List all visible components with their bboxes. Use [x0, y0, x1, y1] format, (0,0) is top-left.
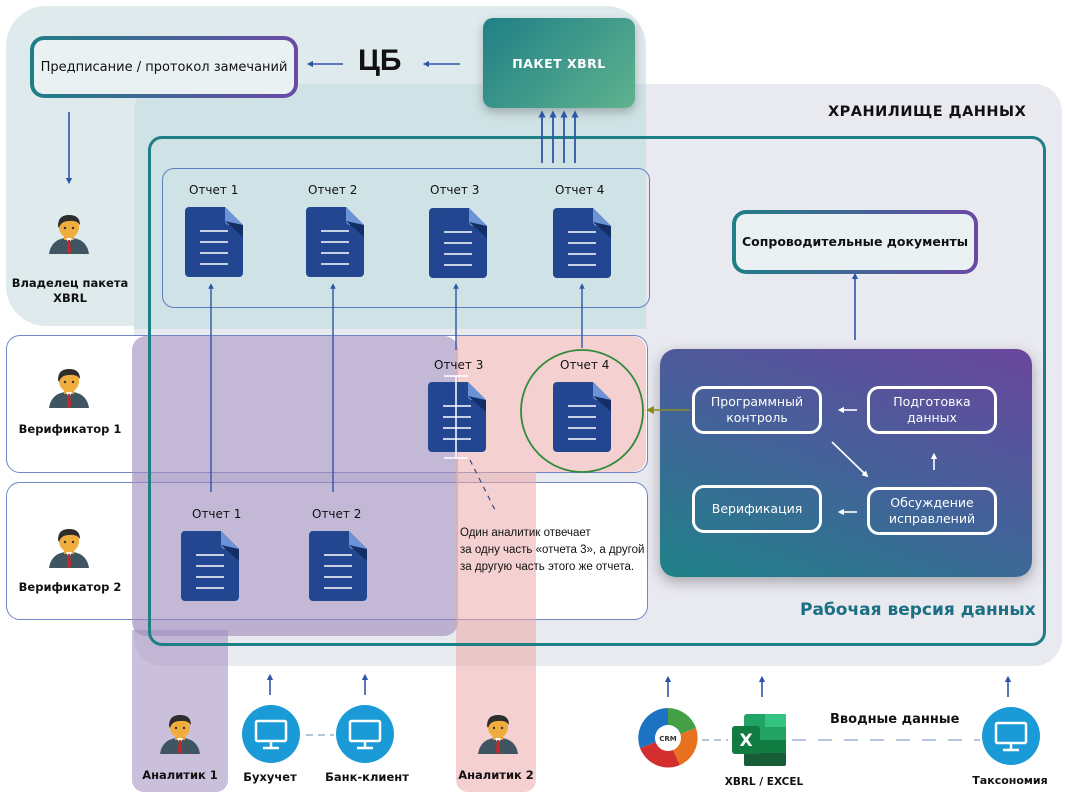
storage-report-1-doc-icon — [184, 206, 244, 278]
program-control-step[interactable]: Программный контроль — [692, 386, 822, 434]
verifier2-report-1-label: Отчет 1 — [192, 507, 242, 521]
storage-report-4-doc-icon — [552, 207, 612, 279]
verifier1-report-3-doc-icon — [427, 381, 487, 453]
verifier1-report-4-label: Отчет 4 — [560, 358, 610, 372]
analyst2-avatar-icon — [478, 715, 518, 754]
bank-client-label: Банк-клиент — [325, 770, 409, 784]
taxonomy-label: Таксономия — [972, 774, 1048, 787]
note-line-3: за другую часть этого же отчета. — [460, 561, 635, 573]
xbrl-package-box[interactable]: ПАКЕТ XBRL — [483, 18, 635, 108]
owner-avatar-icon — [49, 215, 89, 254]
arrow-control-to-discussion — [831, 441, 869, 478]
prescription-label: Предписание / протокол замечаний — [34, 40, 294, 94]
owner-label: Владелец пакета XBRL — [11, 276, 129, 305]
verification-step[interactable]: Верификация — [692, 485, 822, 533]
storage-report-2-label: Отчет 2 — [308, 183, 358, 197]
verifier1-report-3-label: Отчет 3 — [434, 358, 484, 372]
storage-report-3-label: Отчет 3 — [430, 183, 480, 197]
xbrl-excel-label: XBRL / EXCEL — [724, 776, 804, 788]
note-line-2: за одну часть «отчета 3», а другой — [460, 544, 645, 556]
prescription-box[interactable]: Предписание / протокол замечаний — [30, 36, 298, 98]
verifier2-label: Верификатор 2 — [18, 580, 122, 594]
split-report-note: Один аналитик отвечает за одну часть «от… — [460, 525, 644, 576]
storage-report-3-doc-icon — [428, 207, 488, 279]
accompanying-docs-label: Сопроводительные документы — [736, 214, 974, 270]
arrows-reports-to-package — [538, 110, 579, 163]
process-cycle-panel: Программный контроль Подготовка данных В… — [660, 349, 1032, 577]
working-data-title: Рабочая версия данных — [800, 600, 1036, 620]
storage-report-4-label: Отчет 4 — [555, 183, 605, 197]
taxonomy-monitor-icon — [980, 705, 1042, 767]
working-data-frame — [148, 136, 1046, 646]
input-data-label: Вводные данные — [830, 712, 960, 727]
discussion-step[interactable]: Обсуждение исправлений — [867, 487, 997, 535]
crm-icon: CRM — [638, 708, 698, 768]
analyst2-label: Аналитик 2 — [458, 768, 534, 782]
accounting-monitor-icon — [240, 703, 302, 765]
verifier1-label: Верификатор 1 — [18, 422, 122, 436]
excel-icon: X — [732, 714, 786, 766]
storage-reports-group — [162, 168, 650, 308]
analyst1-label: Аналитик 1 — [142, 768, 218, 782]
highlight-circle — [520, 349, 644, 473]
verifier2-report-1-doc-icon — [180, 530, 240, 602]
analyst1-avatar-icon — [160, 715, 200, 754]
verifier1-report-4-doc-icon — [552, 381, 612, 453]
svg-text:X: X — [739, 731, 752, 751]
analyst1-band-foot — [132, 630, 228, 792]
storage-report-2-doc-icon — [305, 206, 365, 278]
note-pointer-line — [469, 459, 496, 511]
bank-client-monitor-icon — [334, 703, 396, 765]
verifier2-report-2-label: Отчет 2 — [312, 507, 362, 521]
accompanying-docs-box[interactable]: Сопроводительные документы — [732, 210, 978, 274]
data-storage-tint — [134, 84, 646, 329]
crm-text: CRM — [659, 735, 677, 743]
verifier1-avatar-icon — [49, 369, 89, 408]
note-line-1: Один аналитик отвечает — [460, 527, 591, 539]
storage-title: ХРАНИЛИЩЕ ДАННЫХ — [828, 104, 1027, 120]
data-prep-step[interactable]: Подготовка данных — [867, 386, 997, 434]
verifier2-report-2-doc-icon — [308, 530, 368, 602]
regulator-label: ЦБ — [358, 44, 402, 77]
verifier2-avatar-icon — [49, 529, 89, 568]
accounting-label: Бухучет — [243, 770, 297, 784]
storage-report-1-label: Отчет 1 — [189, 183, 239, 197]
